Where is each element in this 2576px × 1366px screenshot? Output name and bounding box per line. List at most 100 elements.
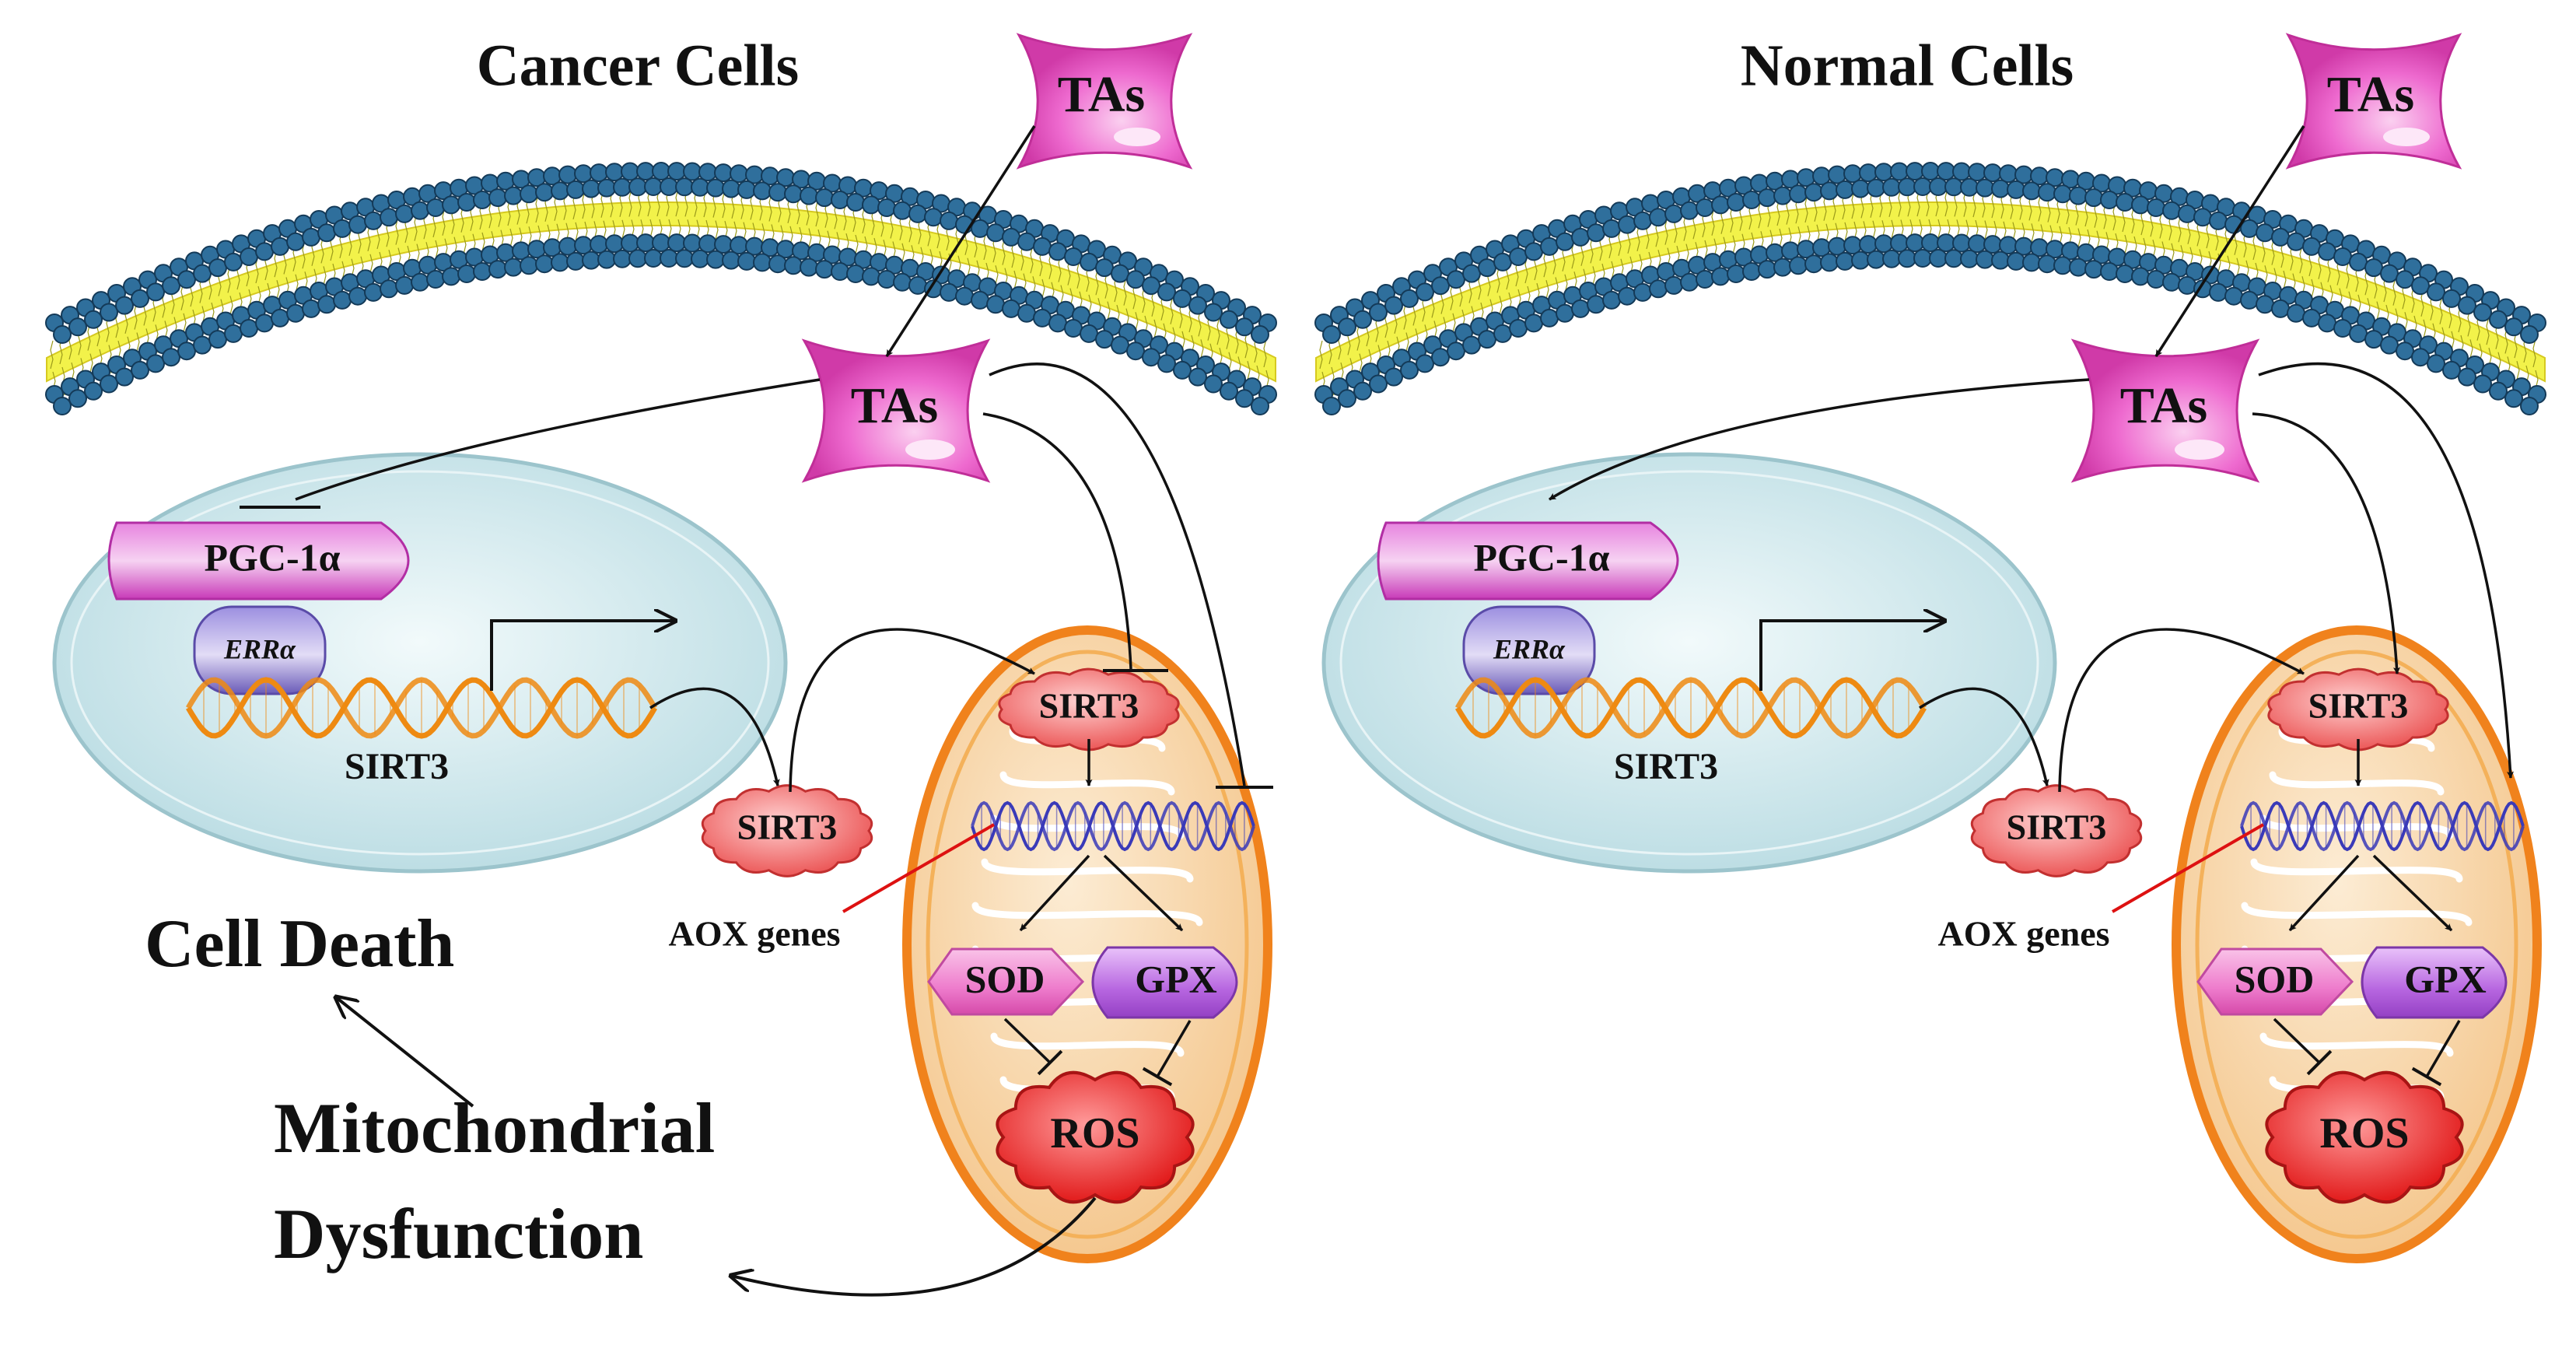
gpx-enzyme: GPX bbox=[2361, 946, 2508, 1019]
membrane-bead bbox=[2022, 253, 2041, 272]
membrane-bead bbox=[1322, 325, 1341, 344]
membrane-bead bbox=[1048, 242, 1067, 261]
transcription-arrow bbox=[490, 621, 675, 691]
err-alpha-shape bbox=[1462, 605, 1596, 695]
membrane-bead bbox=[1064, 319, 1083, 338]
tas-outside: TAs bbox=[1016, 33, 1193, 170]
membrane-bead bbox=[1960, 177, 1979, 197]
arrow-tas-mtdna bbox=[2258, 362, 2515, 779]
membrane-bead bbox=[1384, 296, 1403, 315]
arrow-tas-entry bbox=[885, 125, 1036, 357]
cell-death-label: Cell Death bbox=[145, 906, 454, 982]
membrane-bead bbox=[2442, 360, 2461, 380]
pgc-1a-label: PGC-1α bbox=[204, 535, 340, 579]
membrane-bead bbox=[1804, 183, 1823, 202]
membrane-bead bbox=[224, 324, 243, 343]
membrane-bead bbox=[2100, 262, 2119, 281]
membrane-bead bbox=[1048, 313, 1067, 333]
membrane-bead bbox=[84, 310, 103, 329]
membrane-bead bbox=[971, 290, 989, 310]
membrane-bead bbox=[1493, 252, 1512, 271]
membrane-bead bbox=[652, 233, 670, 252]
membrane-bead bbox=[1618, 215, 1636, 234]
membrane-bead bbox=[193, 264, 212, 283]
membrane-bead bbox=[2333, 319, 2352, 338]
membrane-bead bbox=[1952, 162, 1971, 181]
membrane-bead bbox=[1235, 317, 1254, 337]
membrane-bead bbox=[1602, 290, 1621, 310]
membrane-bead bbox=[683, 233, 702, 253]
membrane-bead bbox=[940, 282, 958, 302]
membrane-bead bbox=[924, 208, 943, 227]
membrane-bead bbox=[683, 162, 702, 181]
membrane-bead bbox=[1111, 264, 1129, 283]
membrane-bead bbox=[1913, 177, 1932, 196]
membrane-bead bbox=[317, 223, 336, 243]
membrane-bead bbox=[2504, 389, 2523, 408]
arrow-mtdna-gpx bbox=[2372, 854, 2453, 932]
membrane-bead bbox=[2007, 251, 2025, 271]
gpx-label: GPX bbox=[2404, 957, 2487, 1000]
gpx-shape bbox=[2361, 946, 2508, 1019]
arrow-tas-sirt3 bbox=[2252, 412, 2400, 674]
membrane-bead bbox=[2458, 296, 2476, 315]
membrane-bead bbox=[1649, 279, 1668, 299]
membrane-bead bbox=[2022, 181, 2041, 201]
membrane-bead bbox=[2380, 335, 2399, 355]
ros-shape bbox=[2265, 1070, 2464, 1204]
membrane-bead bbox=[605, 163, 624, 182]
membrane-bead bbox=[2520, 397, 2539, 415]
membrane-bead bbox=[395, 204, 414, 223]
membrane-bead bbox=[1937, 233, 1955, 253]
membrane-bead bbox=[473, 191, 492, 209]
membrane-bead bbox=[457, 193, 476, 212]
membrane-bead bbox=[2489, 310, 2508, 329]
membrane-bead bbox=[2333, 247, 2352, 266]
sirt3-cytosolic-label: SIRT3 bbox=[737, 807, 838, 847]
membrane-bead bbox=[1142, 348, 1160, 367]
membrane-bead bbox=[1874, 234, 1893, 254]
membrane-bead bbox=[846, 193, 865, 212]
membrane-bead bbox=[1204, 303, 1223, 322]
membrane-bead bbox=[2396, 270, 2414, 289]
membrane-bead bbox=[1080, 252, 1098, 271]
arrow-ros-dysfunction bbox=[731, 1196, 1097, 1297]
membrane-bead bbox=[1524, 242, 1543, 261]
membrane-bead bbox=[706, 250, 725, 269]
membrane-bead bbox=[831, 191, 849, 209]
tas-inside: TAs bbox=[2070, 338, 2260, 483]
ros-cluster: ROS bbox=[2265, 1070, 2464, 1204]
membrane-bead bbox=[1983, 235, 2002, 254]
nucleus-inner-ring bbox=[70, 470, 770, 856]
membrane-bead bbox=[1696, 270, 1714, 289]
membrane-bead bbox=[1080, 324, 1098, 343]
membrane-bead bbox=[1524, 313, 1543, 333]
membrane-bead bbox=[1447, 342, 1465, 361]
membrane-bead bbox=[2349, 252, 2368, 271]
membrane-bead bbox=[566, 251, 585, 271]
membrane-bead bbox=[115, 367, 134, 387]
membrane-bead bbox=[2209, 282, 2228, 302]
membrane-bead bbox=[442, 267, 460, 286]
membrane-bead bbox=[877, 198, 896, 217]
membrane-bead bbox=[1540, 236, 1559, 256]
membrane-bead bbox=[2193, 208, 2212, 227]
membrane-bead bbox=[2147, 270, 2165, 289]
membrane-bead bbox=[1064, 247, 1083, 266]
membrane-bead bbox=[1976, 250, 1994, 269]
membrane-bead bbox=[753, 181, 772, 201]
membrane-bead bbox=[2240, 290, 2259, 310]
membrane-bead bbox=[1944, 177, 1963, 197]
membrane-bead bbox=[2427, 354, 2445, 373]
tas-inside: TAs bbox=[801, 338, 991, 483]
arrow-mtdna-sod bbox=[1019, 854, 1090, 932]
membrane-bead bbox=[862, 195, 880, 215]
membrane-bead bbox=[146, 282, 165, 302]
membrane-bead bbox=[1002, 299, 1020, 318]
membrane-bead bbox=[940, 211, 958, 230]
membrane-bead bbox=[426, 270, 445, 289]
mitochondrion bbox=[2172, 625, 2542, 1263]
aox-genes-label: AOX genes bbox=[1937, 914, 2109, 954]
